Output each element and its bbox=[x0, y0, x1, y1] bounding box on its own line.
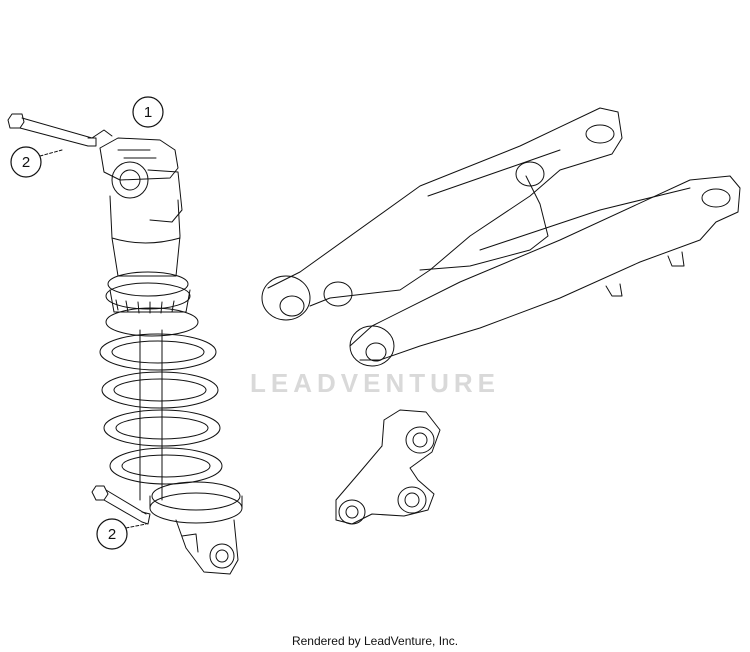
callout-shock-absorber: 1 bbox=[132, 96, 164, 128]
callout-bolt-top: 2 bbox=[10, 146, 42, 178]
svg-text:2: 2 bbox=[108, 526, 116, 543]
footer-credit: Rendered by LeadVenture, Inc. bbox=[291, 634, 459, 648]
shock-absorber[interactable] bbox=[91, 129, 243, 575]
svg-text:2: 2 bbox=[22, 154, 30, 171]
bolt-top[interactable] bbox=[7, 113, 97, 147]
watermark: LEADVENTURE bbox=[249, 368, 500, 398]
linkage-lever bbox=[335, 409, 441, 525]
leader-line-bolt-top bbox=[39, 149, 63, 157]
swingarm bbox=[261, 107, 741, 367]
callout-bolt-bottom: 2 bbox=[96, 518, 128, 550]
bolt-bottom[interactable] bbox=[91, 485, 151, 525]
svg-text:1: 1 bbox=[144, 104, 152, 121]
leader-line-bolt-bottom bbox=[125, 523, 147, 529]
